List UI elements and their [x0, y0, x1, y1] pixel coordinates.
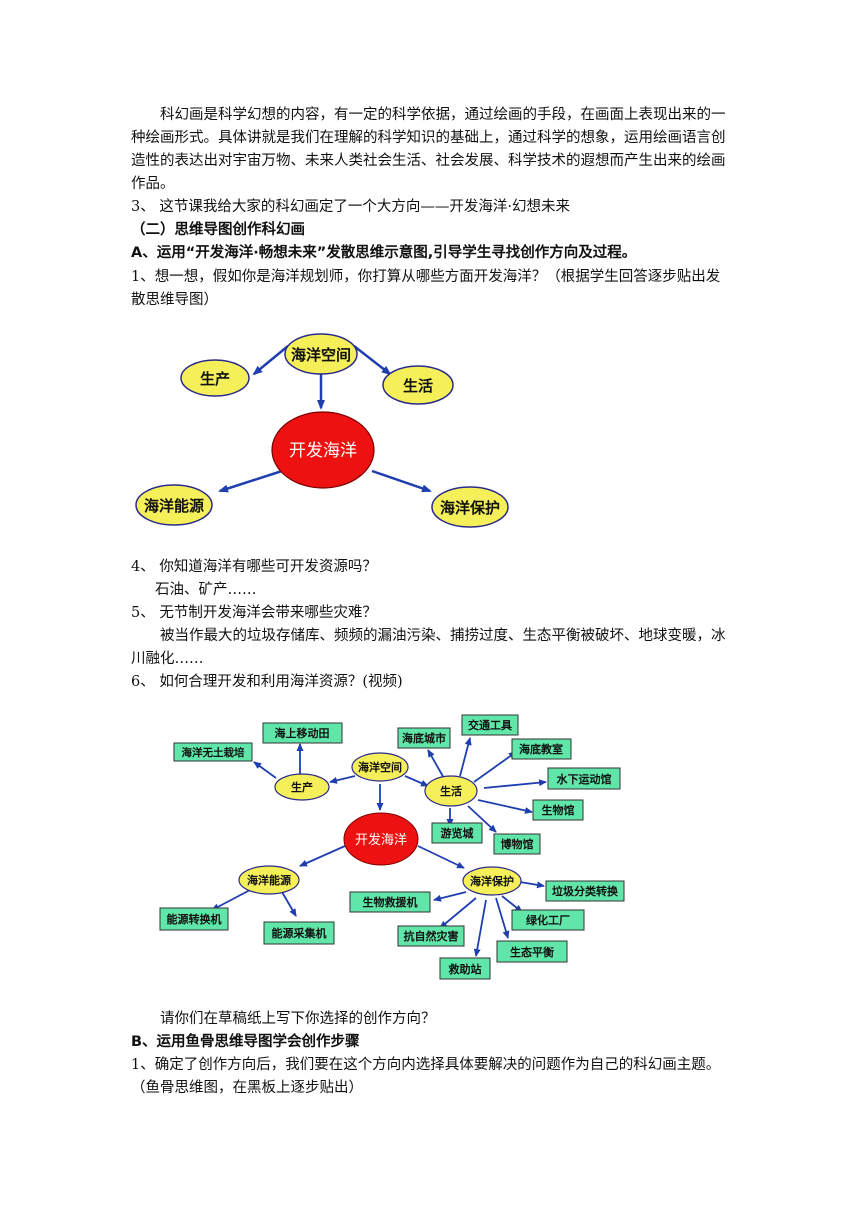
box-biology-hall: 生物馆 — [532, 799, 584, 821]
svg-text:生产: 生产 — [200, 370, 230, 388]
box-undersea-classroom: 海底教室 — [511, 738, 572, 760]
node-production: 生产 — [274, 773, 330, 801]
node-ocean-space: 海洋空间 — [351, 752, 409, 782]
box-waste-sorting: 垃圾分类转换 — [545, 880, 625, 902]
svg-text:抗自然灾害: 抗自然灾害 — [404, 929, 459, 943]
svg-text:绿化工厂: 绿化工厂 — [526, 913, 570, 927]
subsection-a-heading: A、运用“开发海洋·畅想未来”发散思维示意图,引导学生寻找创作方向及过程。 — [131, 245, 637, 261]
box-transport: 交通工具 — [461, 714, 519, 736]
ask-direction: 请你们在草稿纸上写下你选择的创作方向？ — [160, 1011, 436, 1027]
svg-text:海洋能源: 海洋能源 — [144, 497, 204, 515]
svg-text:能源转换机: 能源转换机 — [167, 912, 222, 926]
svg-text:海洋保护: 海洋保护 — [440, 499, 500, 517]
subsection-b-heading: B、运用鱼骨思维导图学会创作步骤 — [131, 1034, 360, 1050]
box-anti-disaster: 抗自然灾害 — [397, 925, 465, 947]
question-6: 6、 如何合理开发和利用海洋资源？(视频) — [131, 674, 403, 690]
svg-text:海底城市: 海底城市 — [402, 731, 446, 745]
svg-text:生活: 生活 — [440, 784, 462, 798]
mind-map-simple: 海洋空间 生产 生活 开发海洋 海洋能源 海洋保护 — [135, 333, 509, 528]
question-5: 5、 无节制开发海洋会带来哪些灾难？ — [131, 605, 377, 621]
node-energy: 海洋能源 — [135, 484, 213, 526]
box-energy-collector: 能源采集机 — [263, 921, 335, 945]
svg-text:海上移动田: 海上移动田 — [275, 726, 330, 740]
node-life: 生活 — [424, 775, 478, 807]
svg-text:海洋无土栽培: 海洋无土栽培 — [182, 746, 245, 759]
svg-text:海洋空间: 海洋空间 — [358, 760, 402, 774]
svg-text:水下运动馆: 水下运动馆 — [557, 772, 612, 786]
box-sea-mobile-field: 海上移动田 — [262, 722, 343, 744]
node-life: 生活 — [382, 365, 454, 405]
answer-5: 被当作最大的垃圾存储库、频频的漏油污染、捕捞过度、生态平衡被破坏、地球变暖，冰川… — [131, 628, 726, 667]
node-energy: 海洋能源 — [238, 865, 300, 895]
svg-text:开发海洋: 开发海洋 — [355, 832, 407, 848]
node-protection: 海洋保护 — [431, 486, 509, 528]
node-ocean-space: 海洋空间 — [284, 333, 358, 375]
box-underwater-sports-hall: 水下运动馆 — [547, 767, 621, 790]
svg-text:海底教室: 海底教室 — [519, 742, 563, 756]
section-heading: （二）思维导图创作科幻画 — [131, 222, 305, 238]
svg-text:海洋能源: 海洋能源 — [247, 873, 291, 887]
node-center: 开发海洋 — [343, 812, 419, 866]
box-bio-rescue-machine: 生物救援机 — [349, 891, 431, 913]
direction-line: 3、 这节课我给大家的科幻画定了一个大方向——开发海洋·幻想未来 — [131, 199, 570, 215]
svg-text:生态平衡: 生态平衡 — [510, 945, 554, 959]
mind-map-detailed: 海洋空间 生产 生活 开发海洋 海洋能源 海洋保护 海上移动田 海洋无土栽培 海… — [159, 714, 625, 980]
svg-text:博物馆: 博物馆 — [501, 837, 534, 851]
box-tour-city: 游览城 — [431, 822, 483, 844]
svg-text:生物馆: 生物馆 — [542, 803, 575, 817]
svg-text:开发海洋: 开发海洋 — [289, 441, 357, 461]
box-rescue-station: 救助站 — [439, 957, 491, 980]
answer-4: 石油、矿产…… — [155, 582, 257, 598]
svg-text:交通工具: 交通工具 — [468, 718, 512, 732]
svg-text:能源采集机: 能源采集机 — [272, 926, 327, 940]
node-center: 开发海洋 — [271, 411, 375, 489]
box-soilless-cultivation: 海洋无土栽培 — [173, 742, 253, 762]
svg-text:生物救援机: 生物救援机 — [363, 895, 418, 909]
svg-text:垃圾分类转换: 垃圾分类转换 — [552, 884, 619, 898]
svg-text:海洋保护: 海洋保护 — [470, 874, 514, 888]
svg-text:海洋空间: 海洋空间 — [291, 346, 351, 364]
intro-paragraph: 科幻画是科学幻想的内容，有一定的科学依据，通过绘画的手段，在画面上表现出来的一种… — [131, 107, 726, 192]
svg-text:生活: 生活 — [403, 377, 433, 395]
svg-text:生产: 生产 — [291, 780, 313, 794]
question-4: 4、 你知道海洋有哪些可开发资源吗？ — [131, 559, 377, 575]
step-1: 1、确定了创作方向后，我们要在这个方向内选择具体要解决的问题作为自己的科幻画主题… — [131, 1057, 721, 1096]
box-museum: 博物馆 — [493, 833, 541, 855]
question-1: 1、想一想，假如你是海洋规划师，你打算从哪些方面开发海洋？（根据学生回答逐步贴出… — [131, 269, 721, 308]
box-undersea-city: 海底城市 — [397, 727, 451, 749]
svg-text:游览城: 游览城 — [441, 826, 474, 840]
box-ecological-balance: 生态平衡 — [496, 940, 568, 963]
box-energy-converter: 能源转换机 — [159, 907, 229, 931]
node-protection: 海洋保护 — [462, 866, 522, 896]
node-production: 生产 — [180, 359, 250, 397]
box-greening-factory: 绿化工厂 — [511, 909, 585, 931]
svg-text:救助站: 救助站 — [449, 962, 482, 976]
